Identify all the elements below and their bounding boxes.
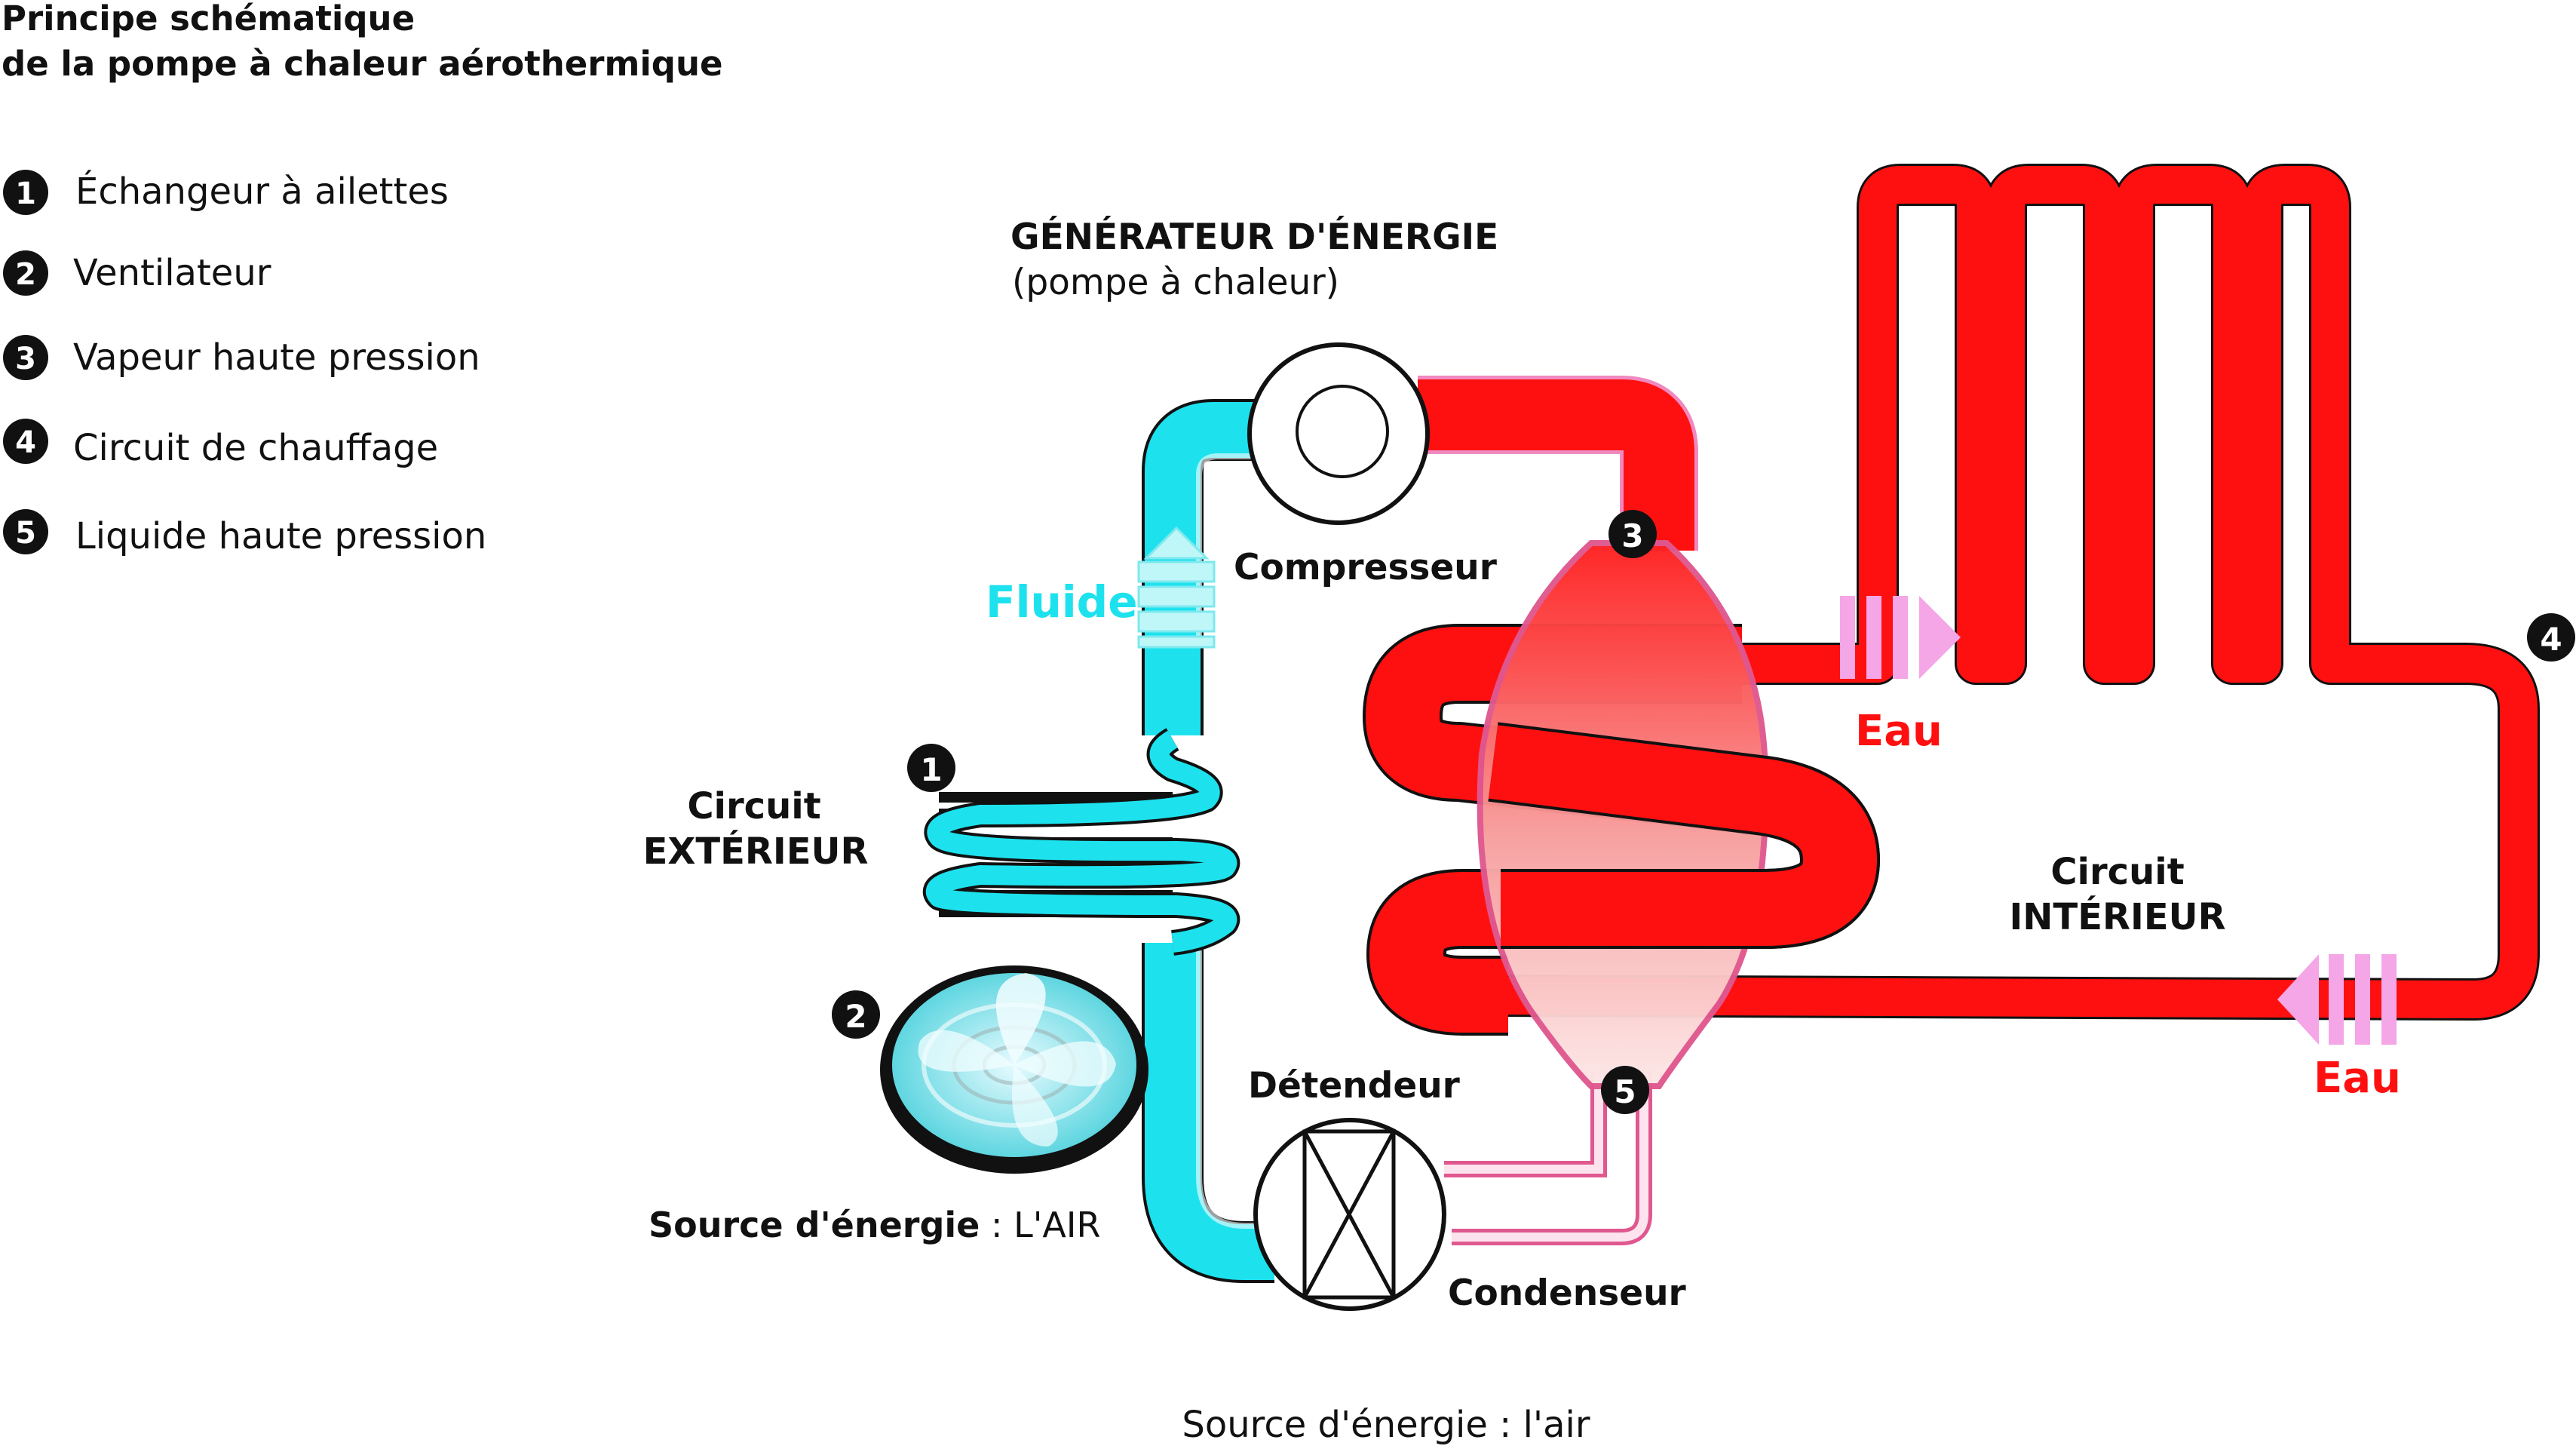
- hot-refrigerant-loop: [1418, 376, 1698, 1245]
- fluid-arrow-icon: [1137, 526, 1216, 649]
- marker-4: 4: [2527, 613, 2575, 662]
- heating-pipe-fill: [1492, 166, 2538, 1018]
- marker-2: 2: [832, 990, 880, 1039]
- legend-label: Circuit de chauffage: [73, 427, 438, 469]
- caption: Source d'énergie : l'air: [1182, 1404, 1590, 1446]
- water-arrow-bottom-icon: [2277, 954, 2397, 1045]
- page-title-line2: de la pompe à chaleur aérothermique: [2, 44, 723, 84]
- water-label-top: Eau: [1855, 707, 1943, 756]
- expansion-valve: [1253, 1118, 1446, 1311]
- water-arrow-top-icon: [1840, 596, 1961, 679]
- marker-5: 5: [1601, 1066, 1649, 1114]
- legend-label: Liquide haute pression: [75, 515, 486, 557]
- expansion-valve-label: Détendeur: [1248, 1065, 1461, 1107]
- condenser-label: Condenseur: [1448, 1272, 1687, 1314]
- inner-circuit-label-line2: INTÉRIEUR: [2009, 895, 2225, 938]
- legend-item-3: 3 Vapeur haute pression: [3, 335, 480, 380]
- legend-label: Échangeur à ailettes: [75, 170, 449, 213]
- generator-subtitle: (pompe à chaleur): [1012, 262, 1339, 303]
- legend-number: 3: [15, 342, 36, 376]
- compressor: [1247, 342, 1430, 525]
- legend-number: 5: [15, 516, 36, 551]
- legend-number: 1: [15, 177, 36, 211]
- legend-item-4: 4 Circuit de chauffage: [3, 419, 438, 469]
- legend: 1 Échangeur à ailettes 2 Ventilateur 3 V…: [3, 170, 486, 557]
- inner-circuit-label-line1: Circuit: [2050, 851, 2184, 893]
- energy-source-rest: : L'AIR: [980, 1205, 1100, 1245]
- marker-number: 2: [845, 998, 866, 1035]
- energy-source-bold: Source d'énergie: [649, 1205, 980, 1245]
- outer-circuit-label-line2: EXTÉRIEUR: [643, 830, 869, 873]
- fan-icon: [880, 965, 1148, 1174]
- fluid-label: Fluide: [986, 576, 1138, 628]
- marker-number: 1: [920, 751, 942, 788]
- outer-circuit-label-line1: Circuit: [687, 785, 820, 827]
- energy-source-label: Source d'énergie : L'AIR: [649, 1205, 1100, 1245]
- marker-number: 5: [1614, 1073, 1636, 1110]
- water-label-bottom: Eau: [2314, 1054, 2401, 1103]
- legend-number: 4: [15, 425, 36, 460]
- legend-label: Vapeur haute pression: [73, 336, 480, 379]
- marker-number: 4: [2540, 621, 2562, 658]
- legend-label: Ventilateur: [73, 252, 271, 294]
- heating-circuit: [1492, 164, 2540, 1021]
- legend-item-5: 5 Liquide haute pression: [3, 509, 486, 557]
- marker-1: 1: [907, 744, 955, 792]
- page-title-line1: Principe schématique: [2, 0, 415, 38]
- marker-3: 3: [1608, 510, 1657, 558]
- generator-title: GÉNÉRATEUR D'ÉNERGIE: [1010, 216, 1498, 258]
- marker-number: 3: [1621, 517, 1643, 554]
- outdoor-circuit: [923, 399, 1274, 1283]
- finned-exchanger: [923, 728, 1240, 956]
- legend-item-1: 1 Échangeur à ailettes: [3, 170, 449, 215]
- legend-number: 2: [15, 257, 36, 292]
- compressor-label: Compresseur: [1234, 547, 1498, 588]
- legend-item-2: 2 Ventilateur: [3, 250, 271, 296]
